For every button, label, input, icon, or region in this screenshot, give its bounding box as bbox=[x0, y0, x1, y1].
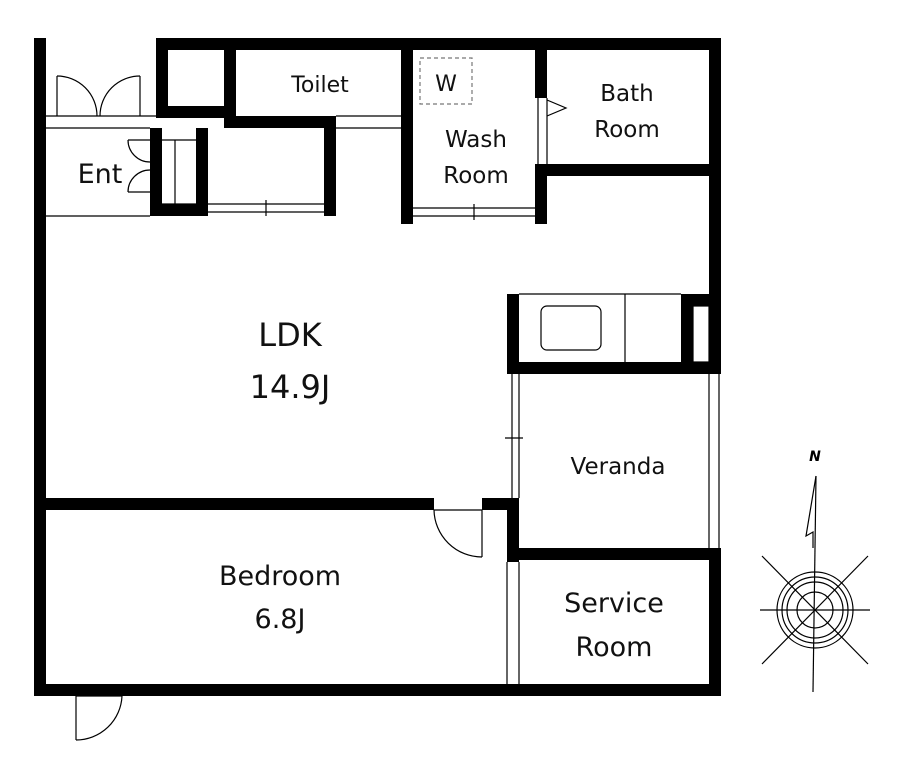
wall-right-upper bbox=[709, 38, 721, 373]
compass-needle bbox=[812, 475, 817, 693]
bedroom-door bbox=[433, 509, 483, 558]
wall-wash-left bbox=[401, 38, 413, 224]
entrance-inner-door bbox=[127, 139, 151, 193]
wash-room-label-line2: Room bbox=[443, 163, 509, 189]
wall-left bbox=[34, 38, 46, 696]
wall-bedroom-right-upper bbox=[507, 498, 519, 562]
room-labels: Toilet W Wash Room Bath Room Ent LDK 14.… bbox=[78, 72, 666, 663]
wall-shoebox-left bbox=[150, 128, 162, 216]
wall-kitchen-end-top bbox=[681, 294, 721, 306]
compass: N bbox=[760, 449, 870, 693]
bath-room-label-line1: Bath bbox=[600, 81, 653, 107]
ldk-label-line2: 14.9J bbox=[250, 368, 331, 406]
compass-rose-icon bbox=[760, 555, 870, 665]
kitchen-end-box bbox=[692, 305, 710, 363]
kitchen-sink bbox=[540, 305, 602, 351]
washer-label: W bbox=[435, 72, 457, 97]
entrance-label: Ent bbox=[78, 159, 123, 190]
bedroom-exterior-door bbox=[75, 695, 123, 741]
wall-closet-bottom bbox=[156, 106, 236, 118]
service-room-label-line2: Room bbox=[576, 632, 653, 663]
wall-top-main bbox=[156, 38, 721, 50]
entrance-double-door bbox=[56, 75, 141, 117]
service-room-label-line1: Service bbox=[564, 588, 664, 619]
toilet-label: Toilet bbox=[290, 73, 349, 98]
interior-walls bbox=[34, 38, 721, 562]
wall-bath-bottom bbox=[535, 164, 721, 176]
wall-kitchen-bottom bbox=[507, 362, 721, 374]
thin-lines bbox=[46, 98, 720, 684]
compass-north-label: N bbox=[809, 449, 821, 465]
north-arrow-icon bbox=[805, 475, 817, 548]
wall-shoebox-bottom bbox=[150, 204, 208, 216]
wall-toilet-left bbox=[224, 38, 236, 118]
bath-door-swing bbox=[546, 99, 568, 117]
bedroom-label-line2: 6.8J bbox=[255, 604, 306, 635]
wall-kitchen-left bbox=[507, 294, 519, 374]
wall-service-top bbox=[507, 548, 721, 560]
bath-room-label-line2: Room bbox=[594, 117, 660, 143]
wall-shoebox-right bbox=[196, 128, 208, 216]
wall-bottom bbox=[34, 684, 721, 696]
wall-wash-right-lower bbox=[535, 164, 547, 224]
wall-bedroom-top-left bbox=[34, 498, 434, 510]
wall-storage-right bbox=[324, 116, 336, 216]
wall-right-lower bbox=[709, 548, 721, 696]
ldk-label-line1: LDK bbox=[258, 316, 322, 354]
bedroom-label-line1: Bedroom bbox=[219, 561, 341, 592]
outer-walls bbox=[34, 38, 721, 696]
wall-left-top-stub bbox=[156, 38, 168, 116]
wall-wash-right-upper bbox=[535, 38, 547, 98]
wall-toilet-bottom bbox=[224, 116, 336, 128]
wall-kitchen-end-left bbox=[681, 294, 693, 374]
doors bbox=[56, 75, 568, 741]
wash-room-label-line1: Wash bbox=[445, 127, 507, 153]
veranda-label: Veranda bbox=[571, 454, 666, 480]
